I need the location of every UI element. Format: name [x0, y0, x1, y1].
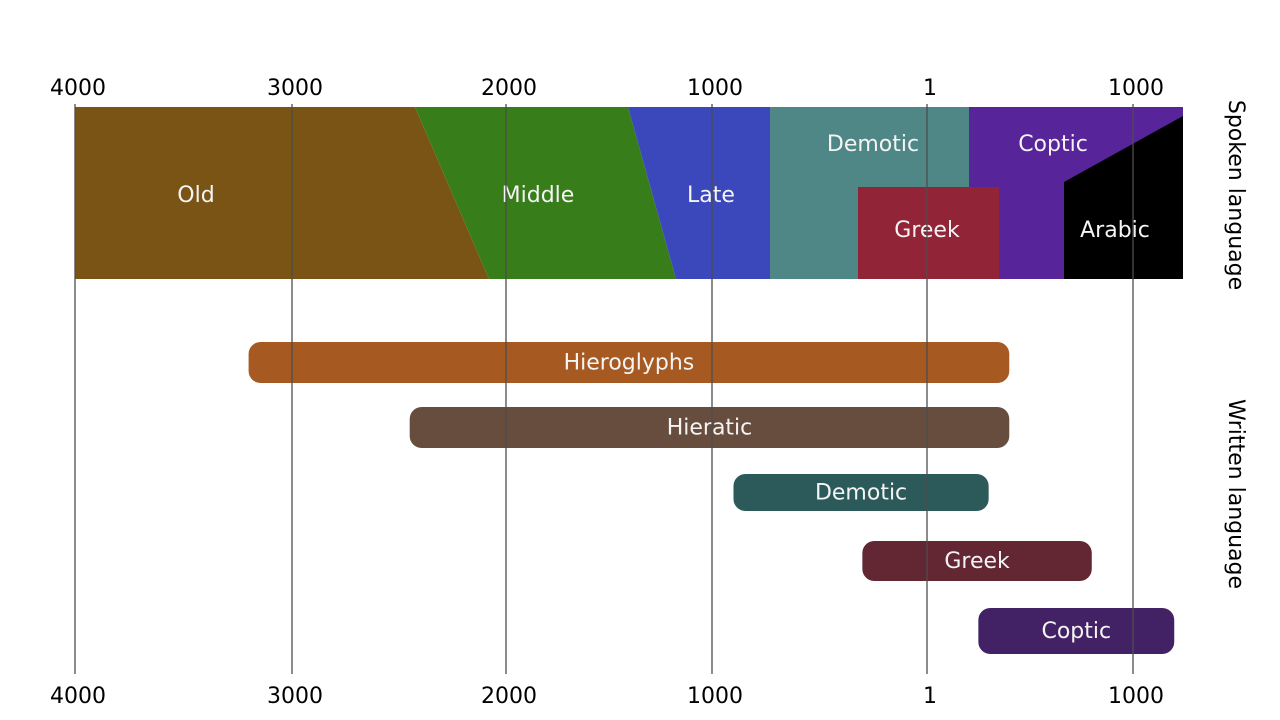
- bottom-tick-label: 1000: [1108, 684, 1164, 709]
- spoken-language-title: Spoken language: [1223, 100, 1248, 290]
- top-tick-label: 1: [923, 76, 937, 101]
- top-axis-ticks: 4000 3000 2000 1000 1 1000: [50, 76, 1164, 101]
- era-late-region: [628, 107, 770, 279]
- top-tick-label: 4000: [50, 76, 106, 101]
- era-old-label: Old: [177, 183, 214, 208]
- bottom-tick-label: 2000: [481, 684, 537, 709]
- gridlines: [74, 104, 1134, 674]
- written-bar-greek: Greek: [862, 541, 1092, 581]
- written-bar-label: Greek: [944, 549, 1010, 574]
- era-arabic-region: [1064, 116, 1183, 279]
- written-bar-coptic: Coptic: [978, 608, 1175, 654]
- era-demotic-label: Demotic: [827, 132, 919, 157]
- written-bar-rect: [409, 407, 1010, 448]
- top-tick-label: 1000: [687, 76, 743, 101]
- written-bar-rect: [978, 608, 1175, 654]
- written-bar-hieroglyphs: Hieroglyphs: [248, 342, 1010, 383]
- top-tick-label: 3000: [267, 76, 323, 101]
- written-language-title: Written language: [1223, 399, 1248, 589]
- written-bar-label: Demotic: [815, 481, 907, 506]
- written-bar-rect: [733, 474, 989, 511]
- bottom-tick-label: 3000: [267, 684, 323, 709]
- top-tick-label: 1000: [1108, 76, 1164, 101]
- era-arabic-label: Arabic: [1080, 218, 1150, 243]
- spoken-language-band: Old Middle Late Demotic Coptic Greek Ara…: [75, 107, 1183, 279]
- era-greek-region: [858, 187, 999, 279]
- era-late-label: Late: [687, 183, 735, 208]
- written-bar-label: Hieratic: [667, 416, 753, 441]
- written-bar-rect: [248, 342, 1010, 383]
- written-bar-label: Hieroglyphs: [564, 351, 695, 376]
- era-middle-label: Middle: [502, 183, 575, 208]
- bottom-tick-label: 4000: [50, 684, 106, 709]
- bottom-tick-label: 1: [923, 684, 937, 709]
- era-middle-region: [415, 107, 676, 279]
- written-bar-demotic: Demotic: [733, 474, 989, 511]
- era-coptic-label: Coptic: [1018, 132, 1088, 157]
- written-bar-rect: [862, 541, 1092, 581]
- written-bar-label: Coptic: [1041, 619, 1111, 644]
- written-bar-hieratic: Hieratic: [409, 407, 1010, 448]
- top-tick-label: 2000: [481, 76, 537, 101]
- era-old-region: [75, 107, 489, 279]
- bottom-tick-label: 1000: [687, 684, 743, 709]
- bottom-axis-ticks: 4000 3000 2000 1000 1 1000: [50, 684, 1164, 709]
